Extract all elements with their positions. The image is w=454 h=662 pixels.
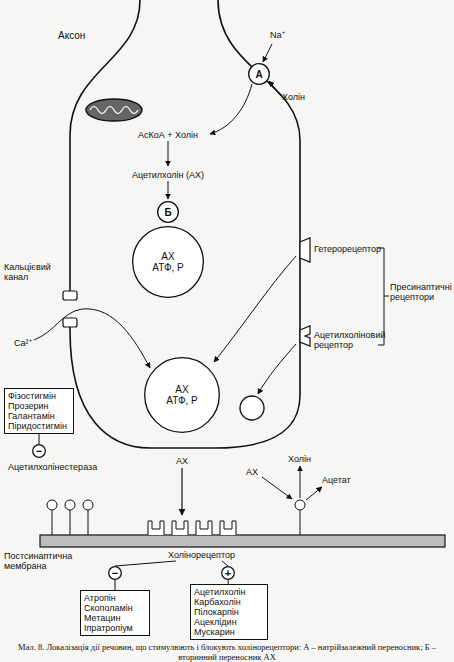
node-text: АТФ, Р [152,262,184,273]
node-text: Ацетилхолін Карбахолін Пілокарпін Ацеклі… [194,587,264,637]
arrow [214,256,296,362]
calcium-channel [63,291,77,300]
node-text: АХ [161,251,174,262]
node-outline-circle [33,445,46,458]
node-outline-circle [249,64,270,85]
text-label: Аксон [58,30,85,41]
cholinesterase-symbol [295,500,305,510]
drug-box: Атропін Скополамін Метацин Іпратропіум [80,590,150,636]
mitochondrion-cristae [90,107,138,114]
cholinoreceptor-symbol [220,521,236,535]
synaptic-vesicle: АХАТФ, Р [132,226,204,298]
text-label: Na⁺ [270,30,285,40]
text-label: Гетерорецептор [314,244,381,254]
text-label: Ацетилхолін (АХ) [108,170,228,180]
node-text: + [225,567,231,579]
text-label: Ca²⁺ [14,338,32,348]
text-label: АХ [176,456,188,466]
arrow [181,468,182,515]
nerve-terminal [70,0,300,448]
sign-circle: − [32,444,46,458]
text-label: Ацетилхолінестераза [8,462,97,472]
node-outline-circle [158,202,179,223]
arrow [269,81,281,96]
text-label: Ацетат [322,475,351,485]
calcium-channel [63,318,77,327]
arrow [168,181,169,199]
arrow [34,309,150,368]
transporter-circle: Б [157,201,179,223]
drug-box: Ацетилхолін Карбахолін Пілокарпін Ацеклі… [190,584,268,640]
cholinesterase-symbol [47,500,57,510]
text-label: Холін [282,92,305,102]
connector-line [39,434,40,444]
connector-line [115,580,116,590]
node-outline-circle [222,567,235,580]
text-label: Холін [288,454,311,464]
heteroreceptor-symbol [300,238,310,262]
cholinoreceptor-symbol [172,521,188,535]
fusing-vesicle: АХАТФ, Р [144,357,220,433]
cholinesterase-symbol [65,500,75,510]
node-outline-circle [133,227,204,298]
figure-caption: Мал. 8. Локалізація дії речовин, що стим… [8,643,446,662]
text-label: Холінорецептор [168,550,235,560]
drug-box: Фізостигмін Прозерин Галантамін Піридост… [4,388,74,434]
arrow [263,44,272,62]
node-text: − [36,445,42,457]
node-outline-circle [145,358,220,433]
node-text: Атропін Скополамін Метацин Іпратропіум [84,593,146,633]
node-text: Фізостигмін Прозерин Галантамін Піридост… [8,391,70,431]
empty-vesicle [240,396,264,420]
cholinoreceptor-symbol [148,521,164,535]
cholinesterase-symbol [83,500,93,510]
arrow [300,466,301,498]
arrow [210,84,252,134]
text-label: Постсинаптична мембрана [4,551,84,571]
connector-line [228,580,229,584]
text-label: Кальцієвий канал [4,262,66,282]
arrow [258,344,296,394]
enzyme-stalk [52,510,300,535]
transporter-circle: А [248,63,270,85]
node-text: АХ [175,384,188,395]
mitochondrion [86,99,142,121]
sign-circle: − [108,566,122,580]
cholinoreceptor-symbol [196,521,212,535]
text-label: АсКоА + Холін [118,130,218,140]
node-text: − [112,567,118,579]
node-text: А [255,69,262,80]
text-label: Ацетилхоліновий рецептор [314,330,384,350]
postsynaptic-membrane [40,535,445,547]
node-outline-circle [109,567,122,580]
node-text: Б [164,207,171,218]
text-label: АХ [246,467,258,477]
sign-circle: + [221,566,235,580]
arrow [168,141,169,166]
leader-line [115,561,228,566]
text-label: Пресинаптичні рецептори [390,282,452,302]
node-text: АТФ, Р [166,395,198,406]
arrow [306,487,322,500]
arrow [262,477,292,499]
ach-receptor-symbol [300,326,310,346]
